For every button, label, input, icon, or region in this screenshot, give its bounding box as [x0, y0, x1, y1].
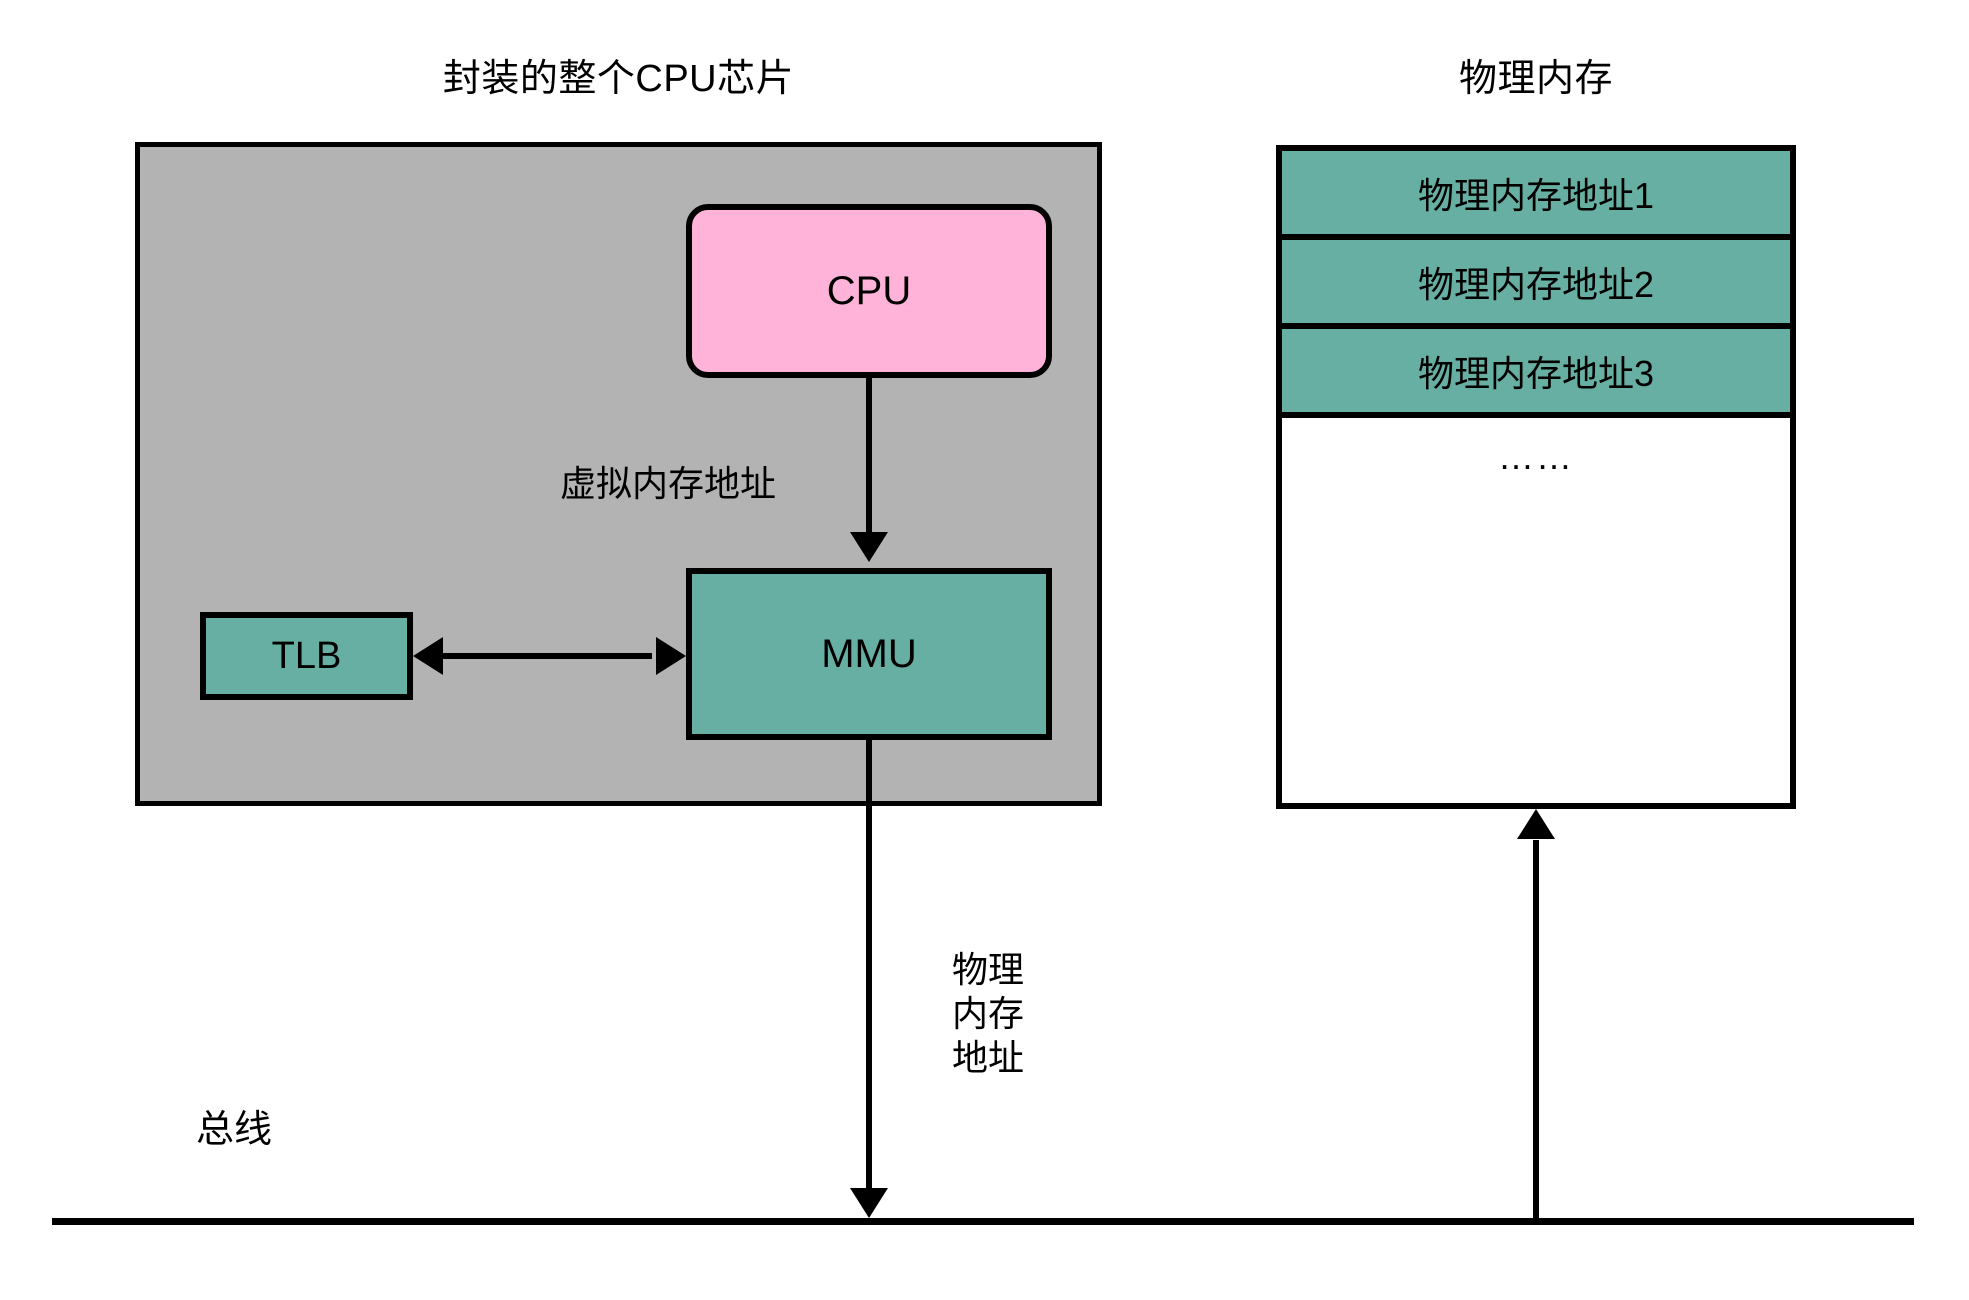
physical-address-line-2: 内存 — [951, 993, 1024, 1034]
physical-memory-address-label: 物理 内存 地址 — [938, 948, 1038, 1080]
memory-row[interactable]: 物理内存地址2 — [1282, 240, 1790, 329]
cpu-block[interactable]: CPU — [686, 204, 1052, 378]
mmu-arrowhead-right-icon — [656, 637, 686, 675]
system-bus-line — [52, 1218, 1914, 1225]
mmu-block-label: MMU — [821, 631, 917, 676]
tlb-mmu-connector — [440, 653, 652, 659]
mmu-block[interactable]: MMU — [686, 568, 1052, 740]
memory-row[interactable]: 物理内存地址1 — [1282, 151, 1790, 240]
memory-row-label: 物理内存地址3 — [1417, 352, 1655, 394]
tlb-block-label: TLB — [271, 634, 342, 677]
bus-to-memory-arrowhead-icon — [1517, 809, 1555, 839]
cpu-block-label: CPU — [826, 268, 912, 313]
virtual-memory-address-label: 虚拟内存地址 — [560, 463, 777, 504]
tlb-arrowhead-left-icon — [413, 637, 443, 675]
physical-address-line-3: 地址 — [951, 1037, 1024, 1078]
memory-row[interactable]: 物理内存地址3 — [1282, 329, 1790, 418]
bus-label: 总线 — [196, 1109, 273, 1151]
physical-memory-title: 物理内存 — [1458, 58, 1613, 100]
memory-row-label: 物理内存地址2 — [1417, 263, 1655, 305]
physical-memory-block: 物理内存地址1 物理内存地址2 物理内存地址3 …… — [1276, 145, 1796, 809]
cpu-to-mmu-arrowhead-icon — [850, 532, 888, 562]
mmu-to-bus-arrowhead-icon — [850, 1188, 888, 1218]
mmu-to-bus-connector — [866, 740, 872, 1190]
memory-ellipsis: …… — [1498, 436, 1574, 477]
memory-row-label: 物理内存地址1 — [1417, 174, 1655, 216]
physical-address-line-1: 物理 — [951, 949, 1024, 990]
tlb-block[interactable]: TLB — [200, 612, 413, 700]
cpu-to-mmu-connector — [866, 378, 872, 538]
bus-to-memory-connector — [1533, 840, 1539, 1222]
cpu-chip-title: 封装的整个CPU芯片 — [442, 58, 795, 100]
